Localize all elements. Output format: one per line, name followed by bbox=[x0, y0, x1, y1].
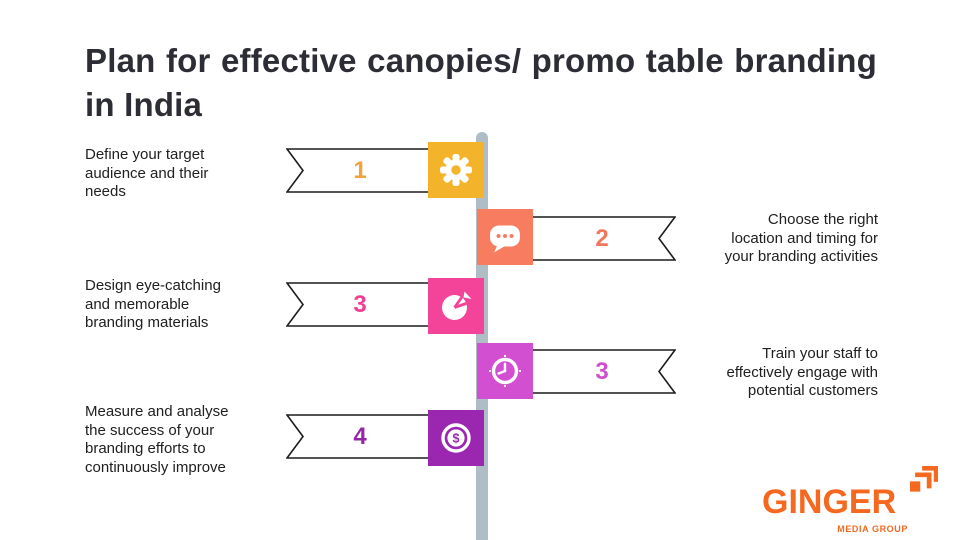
banner-ribbon-left bbox=[286, 282, 434, 327]
ginger-media-logo: GINGER MEDIA GROUP bbox=[760, 466, 938, 538]
gear-icon bbox=[440, 154, 472, 186]
step-3-text: Design eye-catching and memorable brandi… bbox=[85, 277, 221, 331]
step-2-text: Choose the right location and timing for… bbox=[724, 211, 878, 265]
clock-icon bbox=[489, 355, 521, 387]
banner-ribbon-right bbox=[528, 216, 676, 261]
step-5-number: 4 bbox=[353, 422, 367, 450]
corner-frames-icon bbox=[910, 466, 938, 492]
banner-ribbon-right bbox=[528, 349, 676, 394]
step-4-banner: 3 bbox=[528, 349, 676, 394]
step-3-square bbox=[428, 278, 484, 334]
page-title: Plan for effective canopies/ promo table… bbox=[85, 42, 877, 124]
pie-chart-icon bbox=[442, 291, 472, 320]
banner-ribbon-left bbox=[286, 148, 434, 193]
chat-bubble-icon bbox=[490, 225, 520, 253]
banner-ribbon-left bbox=[286, 414, 434, 459]
step-2-banner: 2 bbox=[528, 216, 676, 261]
step-1-number: 1 bbox=[353, 156, 367, 184]
step-4-square bbox=[477, 343, 533, 399]
step-1-text: Define your target audience and their ne… bbox=[85, 146, 209, 200]
logo-tagline: MEDIA GROUP bbox=[837, 524, 908, 534]
step-1-banner: 1 bbox=[286, 148, 434, 193]
dollar-coin-icon: $ bbox=[441, 423, 471, 453]
step-5-text: Measure and analyse the success of your … bbox=[85, 403, 229, 476]
logo-name: GINGER bbox=[762, 483, 897, 521]
svg-text:$: $ bbox=[453, 432, 460, 446]
step-1-square bbox=[428, 142, 484, 198]
step-5-banner: 4 bbox=[286, 414, 434, 459]
step-2-square bbox=[477, 209, 533, 265]
step-3-banner: 3 bbox=[286, 282, 434, 327]
step-3-number: 3 bbox=[353, 290, 367, 318]
step-5-square: $ bbox=[428, 410, 484, 466]
step-2-number: 2 bbox=[595, 224, 609, 252]
step-4-text: Train your staff to effectively engage w… bbox=[726, 345, 879, 399]
step-4-number: 3 bbox=[595, 357, 609, 385]
